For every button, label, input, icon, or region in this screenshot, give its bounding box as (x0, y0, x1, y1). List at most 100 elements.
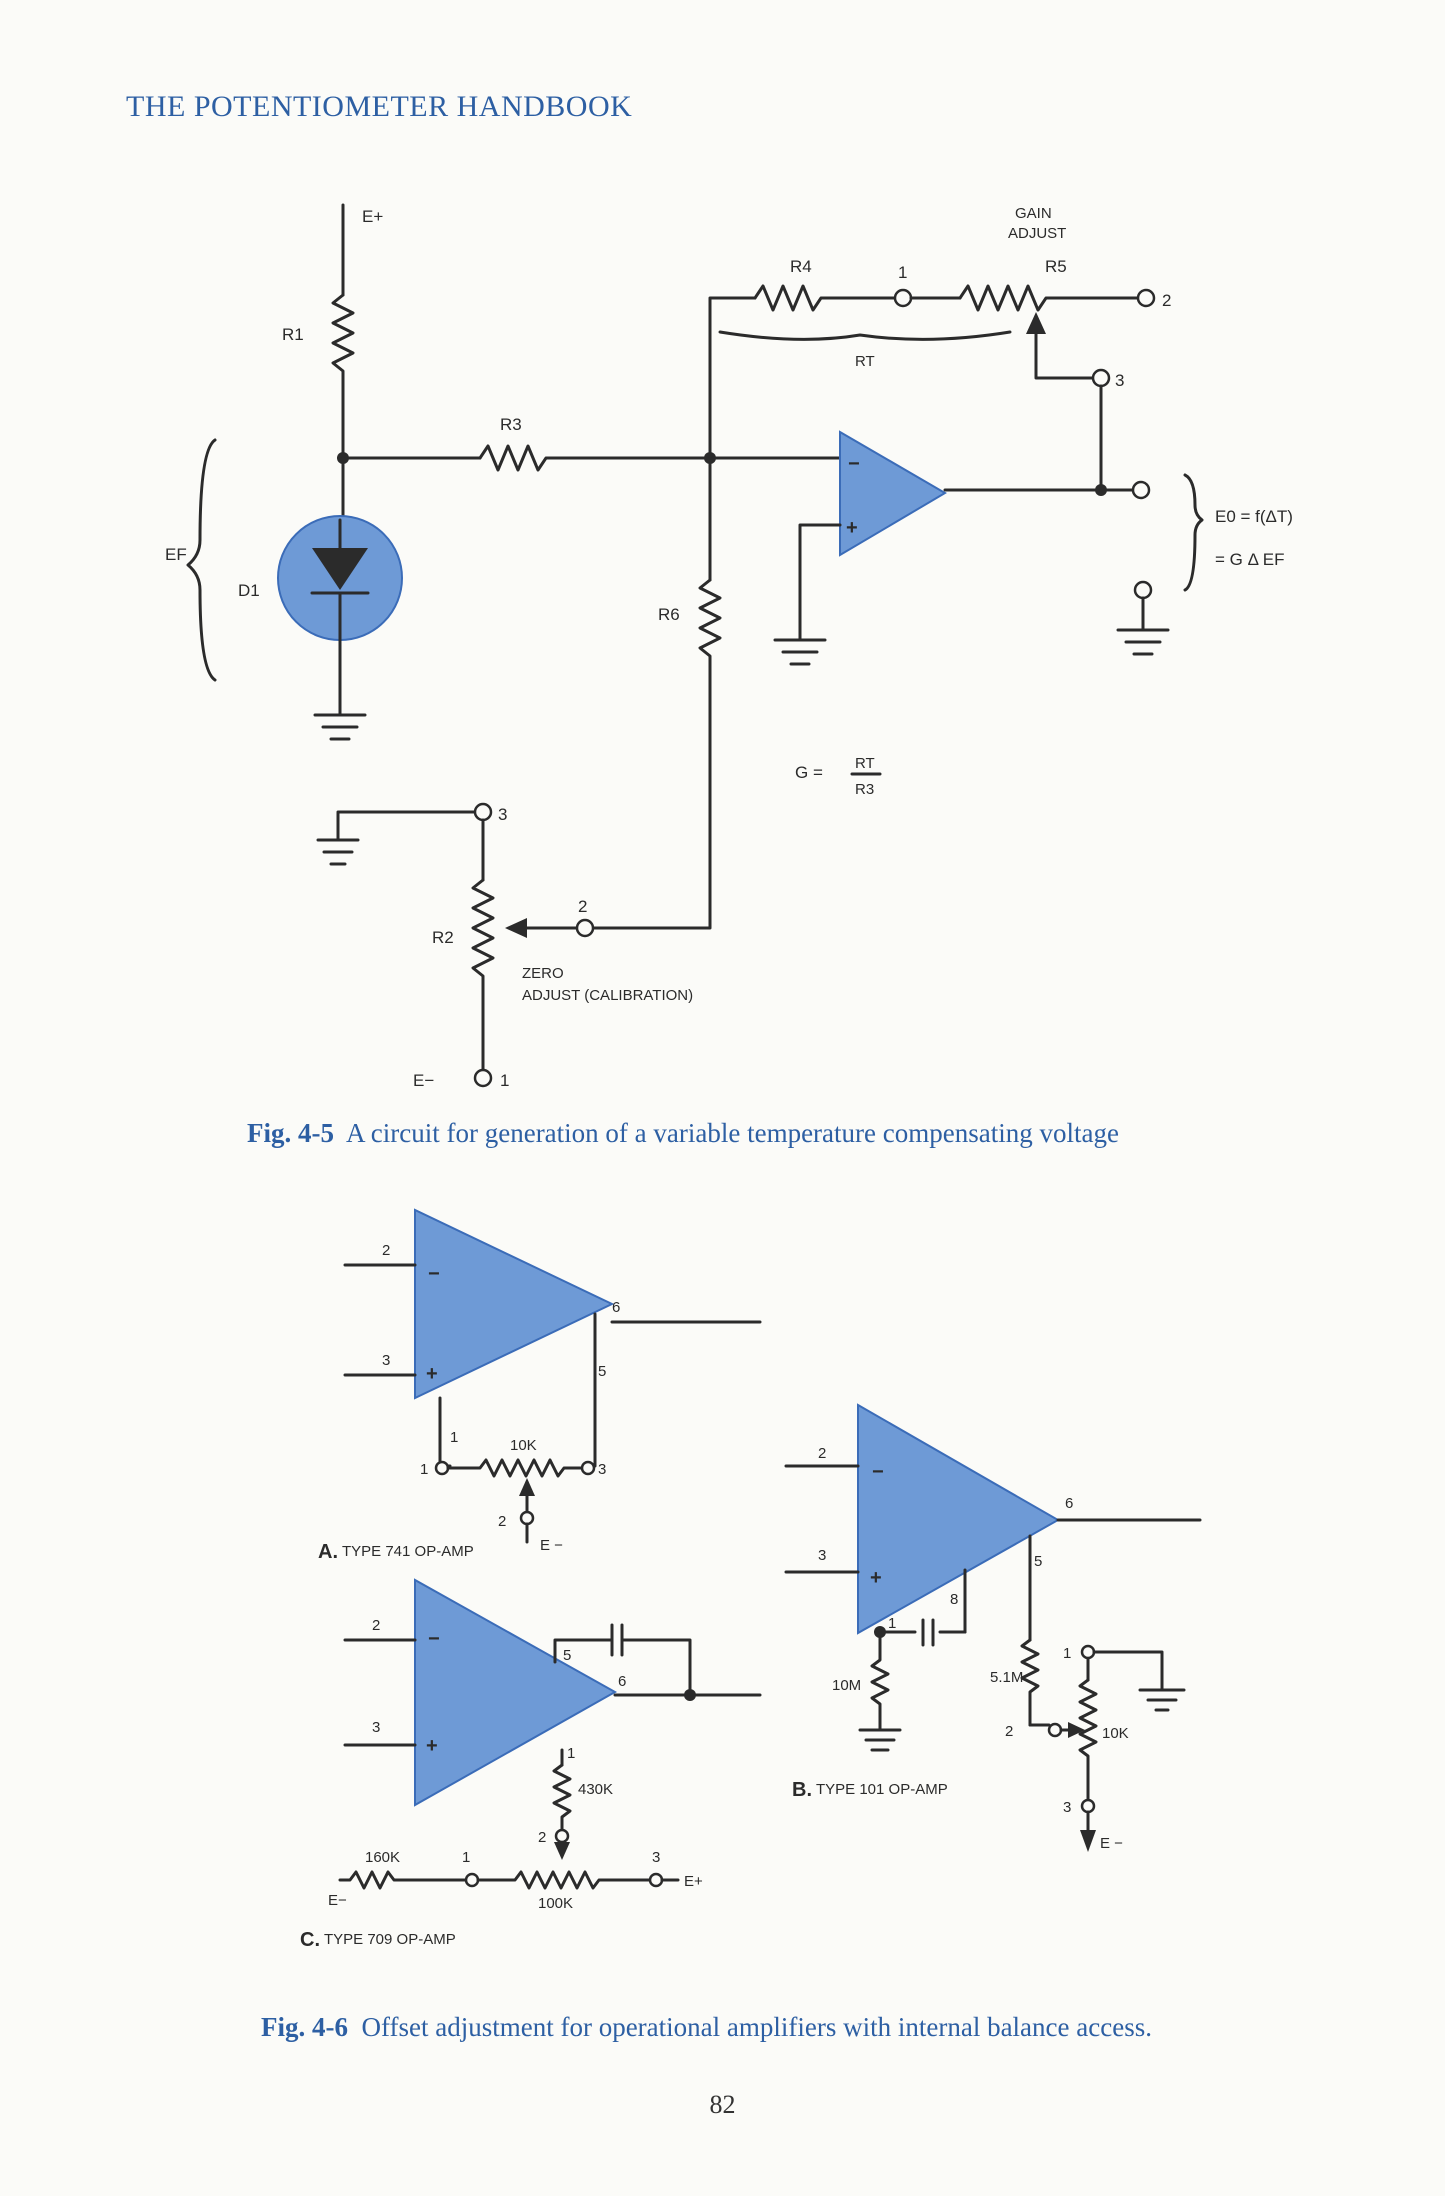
c-pin-2: 2 (372, 1617, 380, 1634)
a-title-letter: A. (318, 1541, 338, 1563)
r6-label: R6 (658, 605, 680, 624)
opamp-minus: − (848, 453, 860, 475)
fig-4-6c-diagram: − + 2 3 5 6 1 430K 2 160K E− 1 100K 3 E+… (300, 1578, 762, 1951)
b-10k-potentiometer (1078, 1678, 1098, 1802)
101-opamp (857, 1403, 1061, 1635)
c-e-minus: E− (328, 1892, 347, 1909)
a-pin-6: 6 (612, 1299, 620, 1316)
rt-label: RT (855, 353, 875, 370)
gain-adjust-line1: GAIN (1015, 205, 1052, 222)
c-minus: − (428, 1628, 440, 1650)
ef-label: EF (165, 545, 187, 564)
r2-label: R2 (432, 928, 454, 947)
d1-label: D1 (238, 581, 260, 600)
g-numerator: RT (855, 755, 875, 772)
a-term-3: 3 (598, 1461, 606, 1478)
c-pot-value: 100K (538, 1895, 573, 1912)
running-header: THE POTENTIOMETER HANDBOOK (126, 90, 633, 123)
c-430k-value: 430K (578, 1781, 613, 1798)
r3-label: R3 (500, 415, 522, 434)
zero-adjust-line1: ZERO (522, 965, 564, 982)
b-pin-3: 3 (818, 1547, 826, 1564)
pin-1-label: 1 (898, 263, 907, 282)
fig45-opamp (839, 430, 947, 557)
c-plus: + (426, 1735, 438, 1757)
b-pin-6: 6 (1065, 1495, 1073, 1512)
fig-4-6-number: Fig. 4-6 (261, 2012, 348, 2042)
r5-label: R5 (1045, 257, 1067, 276)
c-100k-potentiometer (476, 1870, 652, 1890)
b-51m-resistor (1020, 1638, 1040, 1727)
c-term-2: 2 (538, 1829, 546, 1846)
fig-4-5-diagram: E+ R1 R3 D1 EF R4 1 2 R5 GAIN ADJUST 3 (165, 203, 1293, 1090)
a-minus: − (428, 1263, 440, 1285)
b-title-letter: B. (792, 1779, 812, 1801)
a-term-2: 2 (498, 1513, 506, 1530)
c-title-letter: C. (300, 1929, 320, 1951)
c-term-3: 3 (652, 1849, 660, 1866)
r4-label: R4 (790, 257, 812, 276)
b-pin-8: 8 (950, 1591, 958, 1608)
fig-4-6-caption: Fig. 4-6 Offset adjustment for operation… (261, 2012, 1152, 2043)
g-denominator: R3 (855, 781, 874, 798)
zero-adjust-line2: ADJUST (CALIBRATION) (522, 987, 693, 1004)
r4-resistor (753, 284, 897, 312)
a-pin-2: 2 (382, 1242, 390, 1259)
fig-4-5-number: Fig. 4-5 (247, 1118, 334, 1148)
fig-4-6b-diagram: − + 2 3 6 5 5.1M 2 10K 1 3 E − 8 1 10M (784, 1403, 1202, 1852)
a-10k-potentiometer (446, 1458, 584, 1478)
page-number: 82 (709, 2090, 736, 2119)
r2-pin-2: 2 (578, 897, 587, 916)
r1-label: R1 (282, 325, 304, 344)
pin-2-label: 2 (1162, 291, 1171, 310)
b-supply: E − (1100, 1835, 1123, 1852)
b-term-2: 2 (1005, 1723, 1013, 1740)
a-plus: + (426, 1363, 438, 1385)
c-term-1: 1 (462, 1849, 470, 1866)
b-pin-5: 5 (1034, 1553, 1042, 1570)
c-e-plus: E+ (684, 1873, 703, 1890)
b-title: TYPE 101 OP-AMP (816, 1781, 948, 1798)
a-pin-1: 1 (450, 1429, 458, 1446)
b-term-1: 1 (1063, 1645, 1071, 1662)
e-minus-label: E− (413, 1071, 434, 1090)
fig-4-6a-diagram: − + 2 3 6 5 1 1 3 10K 2 E − A. TYPE 741 … (318, 1208, 762, 1563)
c-pin-5: 5 (563, 1647, 571, 1664)
b-plus: + (870, 1567, 882, 1589)
b-term-3: 3 (1063, 1799, 1071, 1816)
fig-4-5-text: A circuit for generation of a variable t… (346, 1118, 1119, 1148)
b-pin-1: 1 (888, 1615, 896, 1632)
a-pin-5: 5 (598, 1363, 606, 1380)
741-opamp (414, 1208, 615, 1400)
g-equation-label: G = (795, 763, 823, 782)
r2-pin-1: 1 (500, 1071, 509, 1090)
r1-resistor (331, 293, 355, 460)
e-plus-label: E+ (362, 207, 383, 226)
709-opamp (414, 1578, 618, 1807)
c-pin-3: 3 (372, 1719, 380, 1736)
a-title: TYPE 741 OP-AMP (342, 1543, 474, 1560)
fig-4-6-text: Offset adjustment for operational amplif… (361, 2012, 1152, 2042)
c-pin-6: 6 (618, 1673, 626, 1690)
c-430k-resistor (552, 1763, 572, 1832)
eo-eq-line1: E0 = f(ΔT) (1215, 507, 1293, 526)
fig-4-5-caption: Fig. 4-5 A circuit for generation of a v… (247, 1118, 1119, 1149)
a-pin-3: 3 (382, 1352, 390, 1369)
pin-3-label: 3 (1115, 371, 1124, 390)
b-51m-value: 5.1M (990, 1669, 1023, 1686)
b-pot-value: 10K (1102, 1725, 1129, 1742)
r5-potentiometer (958, 284, 1140, 312)
b-minus: − (872, 1461, 884, 1483)
a-supply: E − (540, 1537, 563, 1554)
c-pin-1: 1 (567, 1745, 575, 1762)
r2-potentiometer (471, 878, 495, 1072)
a-term-1: 1 (420, 1461, 428, 1478)
a-pot-value: 10K (510, 1437, 537, 1454)
c-160k-value: 160K (365, 1849, 400, 1866)
eo-eq-line2: = G Δ EF (1215, 550, 1284, 569)
opamp-plus: + (846, 517, 858, 539)
r3-resistor (478, 444, 712, 472)
b-pin-2: 2 (818, 1445, 826, 1462)
c-title: TYPE 709 OP-AMP (324, 1931, 456, 1948)
